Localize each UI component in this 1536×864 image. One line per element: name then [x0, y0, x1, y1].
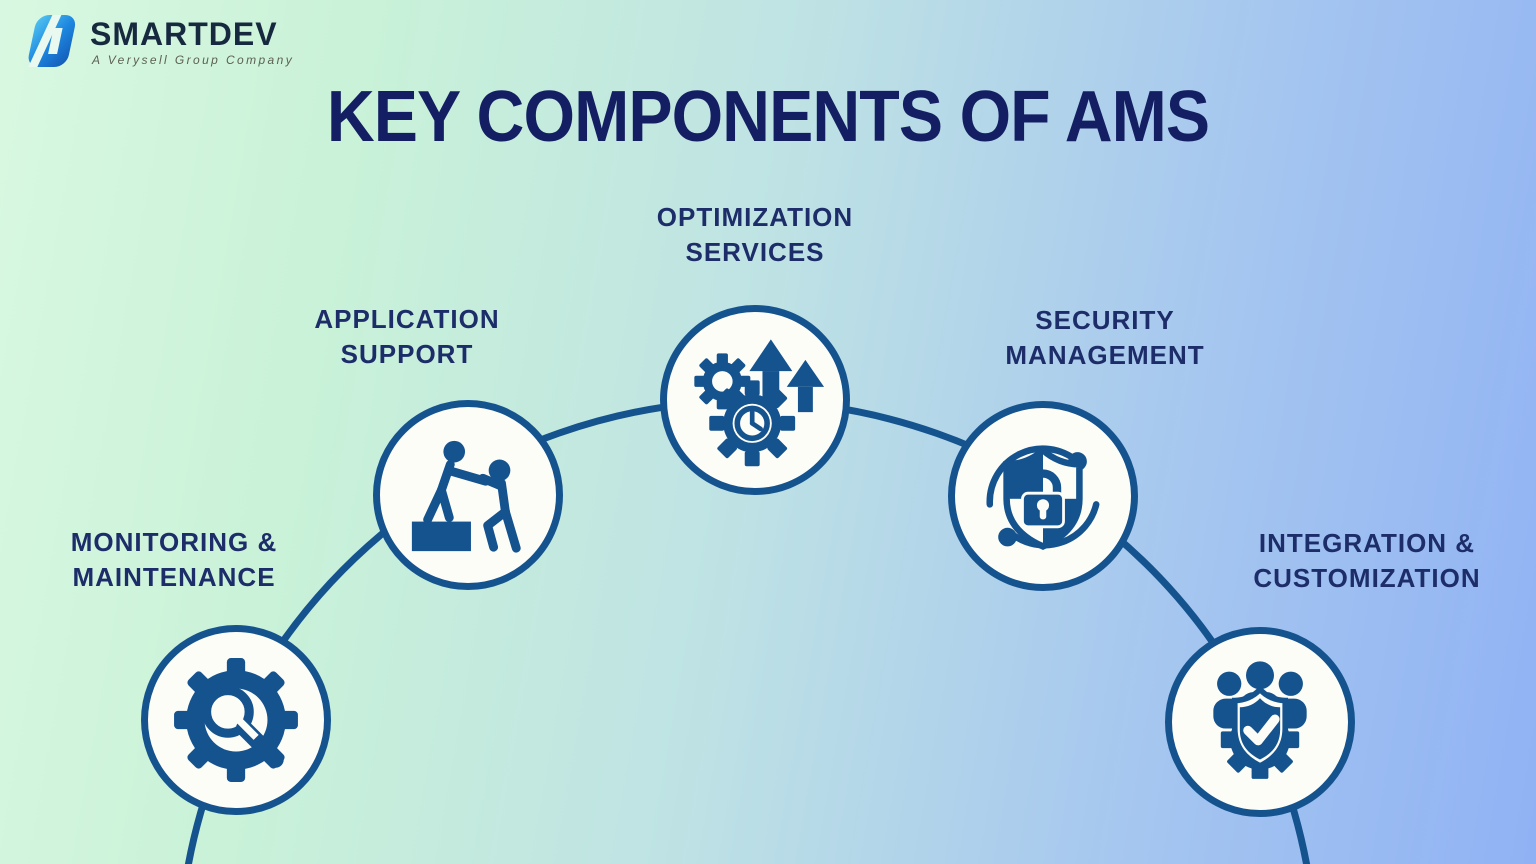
label-line: MONITORING &	[70, 527, 278, 557]
label-line: MAINTENANCE	[72, 562, 276, 592]
brand-name: SMARTDEV	[90, 16, 278, 52]
label-line: CUSTOMIZATION	[1253, 563, 1481, 593]
label-application-support: APPLICATION SUPPORT	[257, 302, 557, 372]
label-optimization-services: OPTIMIZATION SERVICES	[605, 200, 905, 270]
label-line: MANAGEMENT	[1005, 340, 1205, 370]
node-optimization-services	[660, 305, 850, 495]
node-monitoring-maintenance	[141, 625, 331, 815]
shield-padlock-orbit-icon	[986, 445, 1100, 550]
label-line: OPTIMIZATION	[656, 202, 854, 232]
person-helping-person-icon	[411, 440, 521, 553]
team-shield-check-gear-icon	[1213, 661, 1307, 779]
label-monitoring-maintenance: MONITORING & MAINTENANCE	[14, 525, 334, 595]
smartdev-d-icon	[26, 12, 80, 70]
brand-tagline: A Verysell Group Company	[92, 53, 295, 67]
label-line: APPLICATION	[314, 304, 500, 334]
label-line: INTEGRATION &	[1258, 528, 1476, 558]
node-security-management	[948, 401, 1138, 591]
smartdev-logo: SMARTDEV A Verysell Group Company	[26, 12, 294, 70]
gear-wrench-magnifier-icon	[174, 658, 298, 782]
gears-clock-up-arrows-icon	[694, 339, 825, 467]
node-integration-customization	[1165, 627, 1355, 817]
page-title: KEY COMPONENTS OF AMS	[326, 77, 1210, 157]
node-application-support	[373, 400, 563, 590]
logo-text-column: SMARTDEV A Verysell Group Company	[90, 18, 294, 67]
label-line: SECURITY	[1035, 305, 1175, 335]
label-security-management: SECURITY MANAGEMENT	[955, 303, 1255, 373]
label-line: SERVICES	[685, 237, 825, 267]
label-line: SUPPORT	[340, 339, 474, 369]
label-integration-customization: INTEGRATION & CUSTOMIZATION	[1207, 526, 1527, 596]
